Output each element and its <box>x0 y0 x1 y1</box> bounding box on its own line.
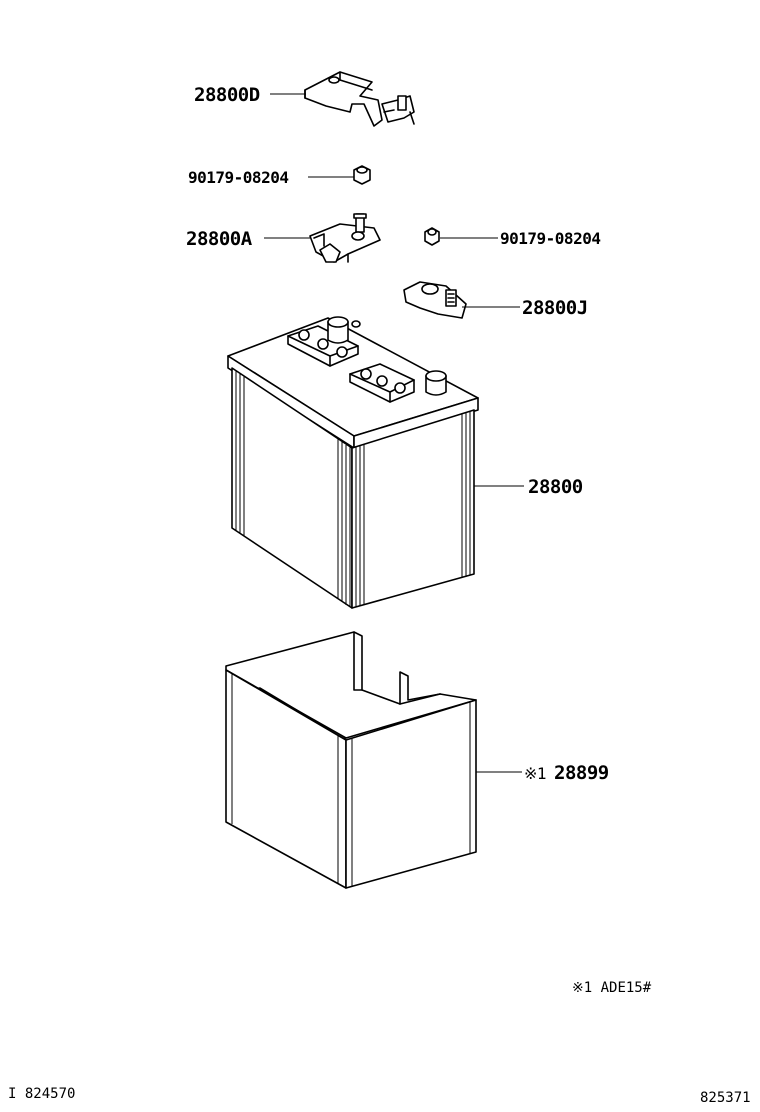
terminal-positive-drawing <box>403 281 467 319</box>
terminal-negative-drawing <box>309 213 381 263</box>
callout-battery: 28800 <box>528 476 583 498</box>
footnote: ※1 ADE15# <box>572 980 652 996</box>
callout-terminal-positive: 28800J <box>522 297 588 319</box>
callout-insulator-mark: ※1 <box>524 764 547 783</box>
callout-insulator: 28899 <box>554 762 609 784</box>
nut-upper-drawing <box>353 165 371 185</box>
callout-bracket-hold-down: 28800D <box>194 84 260 106</box>
callout-nut-upper: 90179-08204 <box>188 168 289 187</box>
battery-drawing <box>227 316 479 609</box>
footer-left-code: I 824570 <box>8 1086 76 1102</box>
insulator-drawing <box>225 631 477 889</box>
footer-right-code: 825371 <box>700 1090 751 1106</box>
bracket-hold-down-drawing <box>304 71 415 127</box>
callout-terminal-negative: 28800A <box>186 228 252 250</box>
callout-nut-right: 90179-08204 <box>500 229 601 248</box>
nut-right-drawing <box>424 227 440 246</box>
